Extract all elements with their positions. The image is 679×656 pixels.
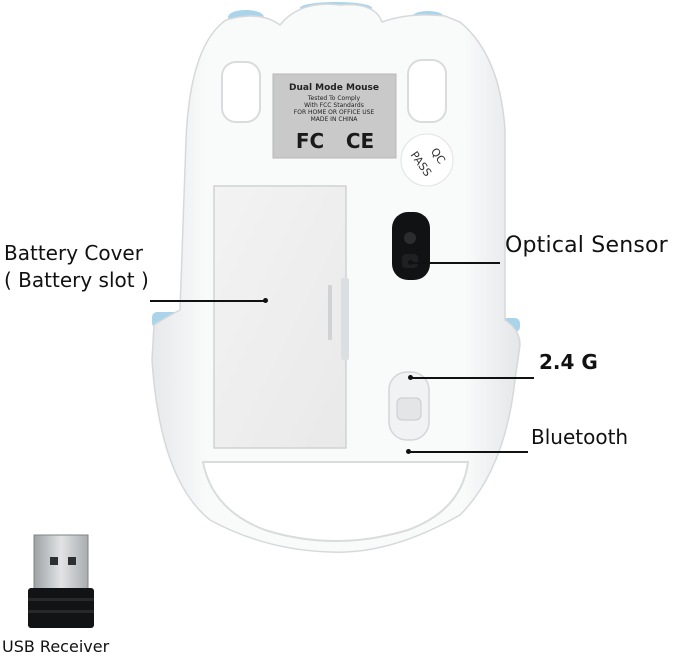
battery-cover-label: Battery Cover [4,241,143,265]
optical-sensor-label: Optical Sensor [505,233,668,258]
pointer-battery-cover [150,300,266,302]
fcc-mark: FC [296,129,324,153]
battery-cover [213,185,349,449]
right-foot-pad [407,59,447,123]
mode-bluetooth-label: Bluetooth [531,425,629,449]
usb-receiver [28,534,94,628]
ce-mark: CE [346,129,374,153]
label-line-4: MADE IN CHINA [311,116,359,123]
pointer-dot-bluetooth [406,449,411,454]
label-line-2: With FCC Standards [304,102,364,109]
pointer-dot-battery [263,298,268,303]
pointer-optical-sensor [410,262,500,264]
pointer-bluetooth [410,451,528,453]
battery-slot-label: ( Battery slot ) [4,268,149,292]
usb-receiver-label: USB Receiver [2,637,110,656]
left-foot-pad [221,61,261,123]
label-line-3: FOR HOME OR OFFICE USE [294,109,375,116]
spec-label: Dual Mode Mouse Tested To Comply With FC… [272,73,397,159]
label-line-1: Tested To Comply [307,95,361,102]
optical-sensor [392,212,430,280]
pointer-24g [410,377,534,379]
bottom-glide-pad [201,461,470,542]
pointer-dot-24g [408,375,413,380]
mode-switch [388,371,430,441]
mode-24g-label: 2.4 G [539,350,598,374]
label-title: Dual Mode Mouse [289,83,379,93]
pointer-dot-optical [408,260,413,265]
qc-pass-sticker: QC PASS [400,133,454,187]
